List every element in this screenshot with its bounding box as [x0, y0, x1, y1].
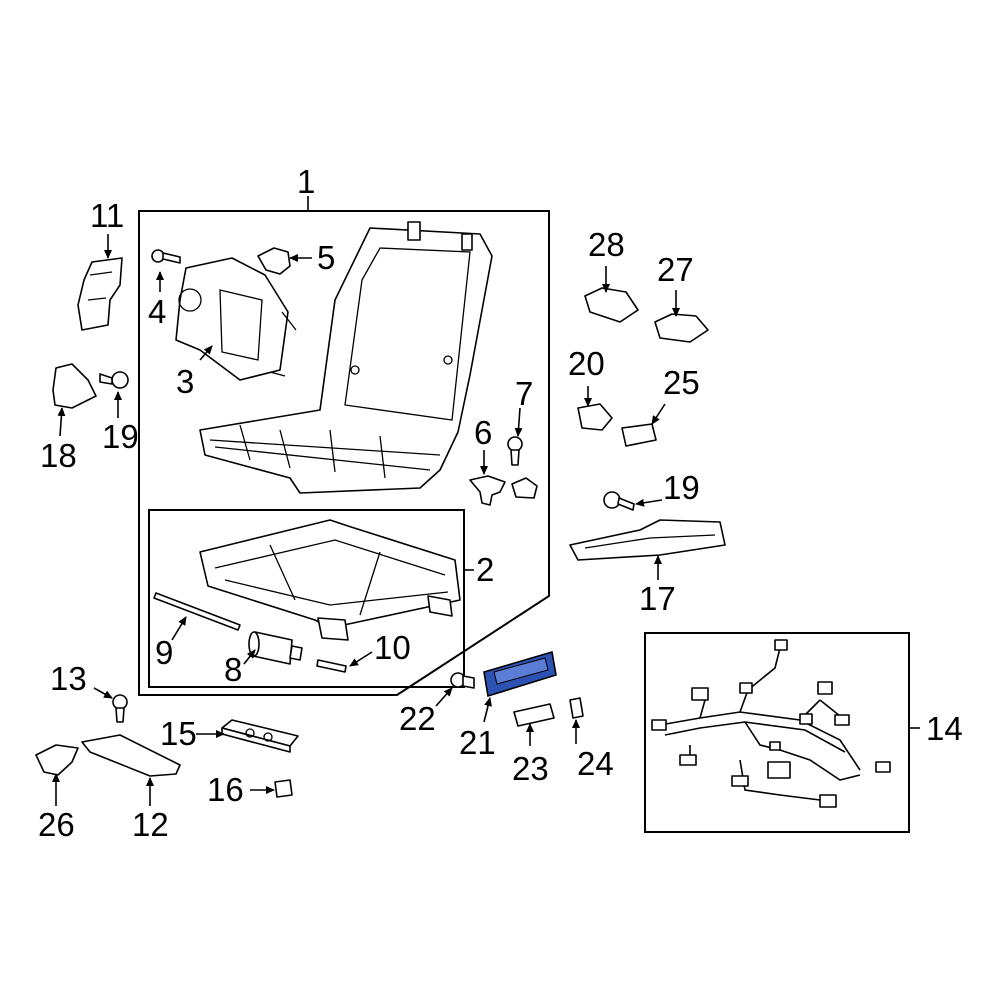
screw-13-part: [112, 694, 128, 723]
callout-9: 9: [155, 634, 173, 671]
callout-16: 16: [207, 771, 244, 808]
part-22: [450, 672, 475, 689]
leader-lines: [52, 196, 920, 806]
callout-1: 1: [297, 163, 315, 200]
part-12: [81, 734, 181, 777]
side-cover-part: [175, 257, 297, 381]
callout-3: 3: [176, 363, 194, 400]
rod-9-part: [153, 592, 241, 631]
callout-5: 5: [317, 239, 335, 276]
part-16: [274, 779, 293, 798]
callout-27: 27: [657, 251, 694, 288]
callout-12: 12: [132, 806, 169, 843]
callout-10: 10: [374, 629, 411, 666]
callout-15: 15: [160, 715, 197, 752]
callout-14: 14: [926, 710, 963, 747]
callout-11: 11: [90, 197, 124, 234]
callout-25: 25: [663, 364, 700, 401]
part-20: [577, 403, 613, 431]
callout-24: 24: [577, 745, 614, 782]
bracket-6-part: [469, 475, 506, 506]
callout-20: 20: [568, 345, 605, 382]
part-21-highlighted: [483, 650, 557, 698]
part-23: [513, 703, 555, 727]
part-15: [221, 719, 299, 753]
bolt-19b-part: [603, 491, 635, 511]
callout-2: 2: [476, 551, 494, 588]
wire-harness-group-box: [644, 632, 910, 833]
callout-21: 21: [459, 724, 496, 761]
callout-23: 23: [512, 750, 549, 787]
callout-26: 26: [38, 806, 75, 843]
motor-8-part: [248, 631, 303, 665]
bracket-6b-part: [511, 477, 538, 499]
callout-8: 8: [224, 651, 242, 688]
callout-13: 13: [50, 660, 87, 697]
part-18: [52, 363, 97, 409]
part-25: [621, 423, 657, 447]
screw-7-part: [507, 436, 523, 466]
callout-6: 6: [474, 414, 492, 451]
part-17: [569, 519, 726, 561]
seat-track-group-box: [148, 509, 465, 688]
clip-5-part: [257, 247, 291, 275]
part-24: [569, 697, 584, 719]
wire-harness-14-part: [651, 639, 891, 808]
callout-19a: 19: [102, 418, 139, 455]
part-26: [35, 744, 79, 776]
bolt-19a-part: [99, 371, 129, 389]
part-11: [77, 257, 123, 331]
part-27: [654, 313, 709, 343]
part-28: [584, 287, 639, 323]
callout-17: 17: [639, 580, 676, 617]
seat-frame-group-box: [138, 210, 550, 696]
callout-28: 28: [588, 226, 625, 263]
callout-22: 22: [399, 700, 436, 737]
seat-track-part: [199, 519, 461, 641]
callout-7: 7: [515, 375, 533, 412]
callout-4: 4: [148, 293, 166, 330]
callout-18: 18: [40, 437, 77, 474]
callout-19b: 19: [663, 469, 700, 506]
cable-10-part: [316, 659, 347, 673]
seat-frame-part: [199, 221, 493, 494]
bolt-4-part: [151, 249, 181, 264]
